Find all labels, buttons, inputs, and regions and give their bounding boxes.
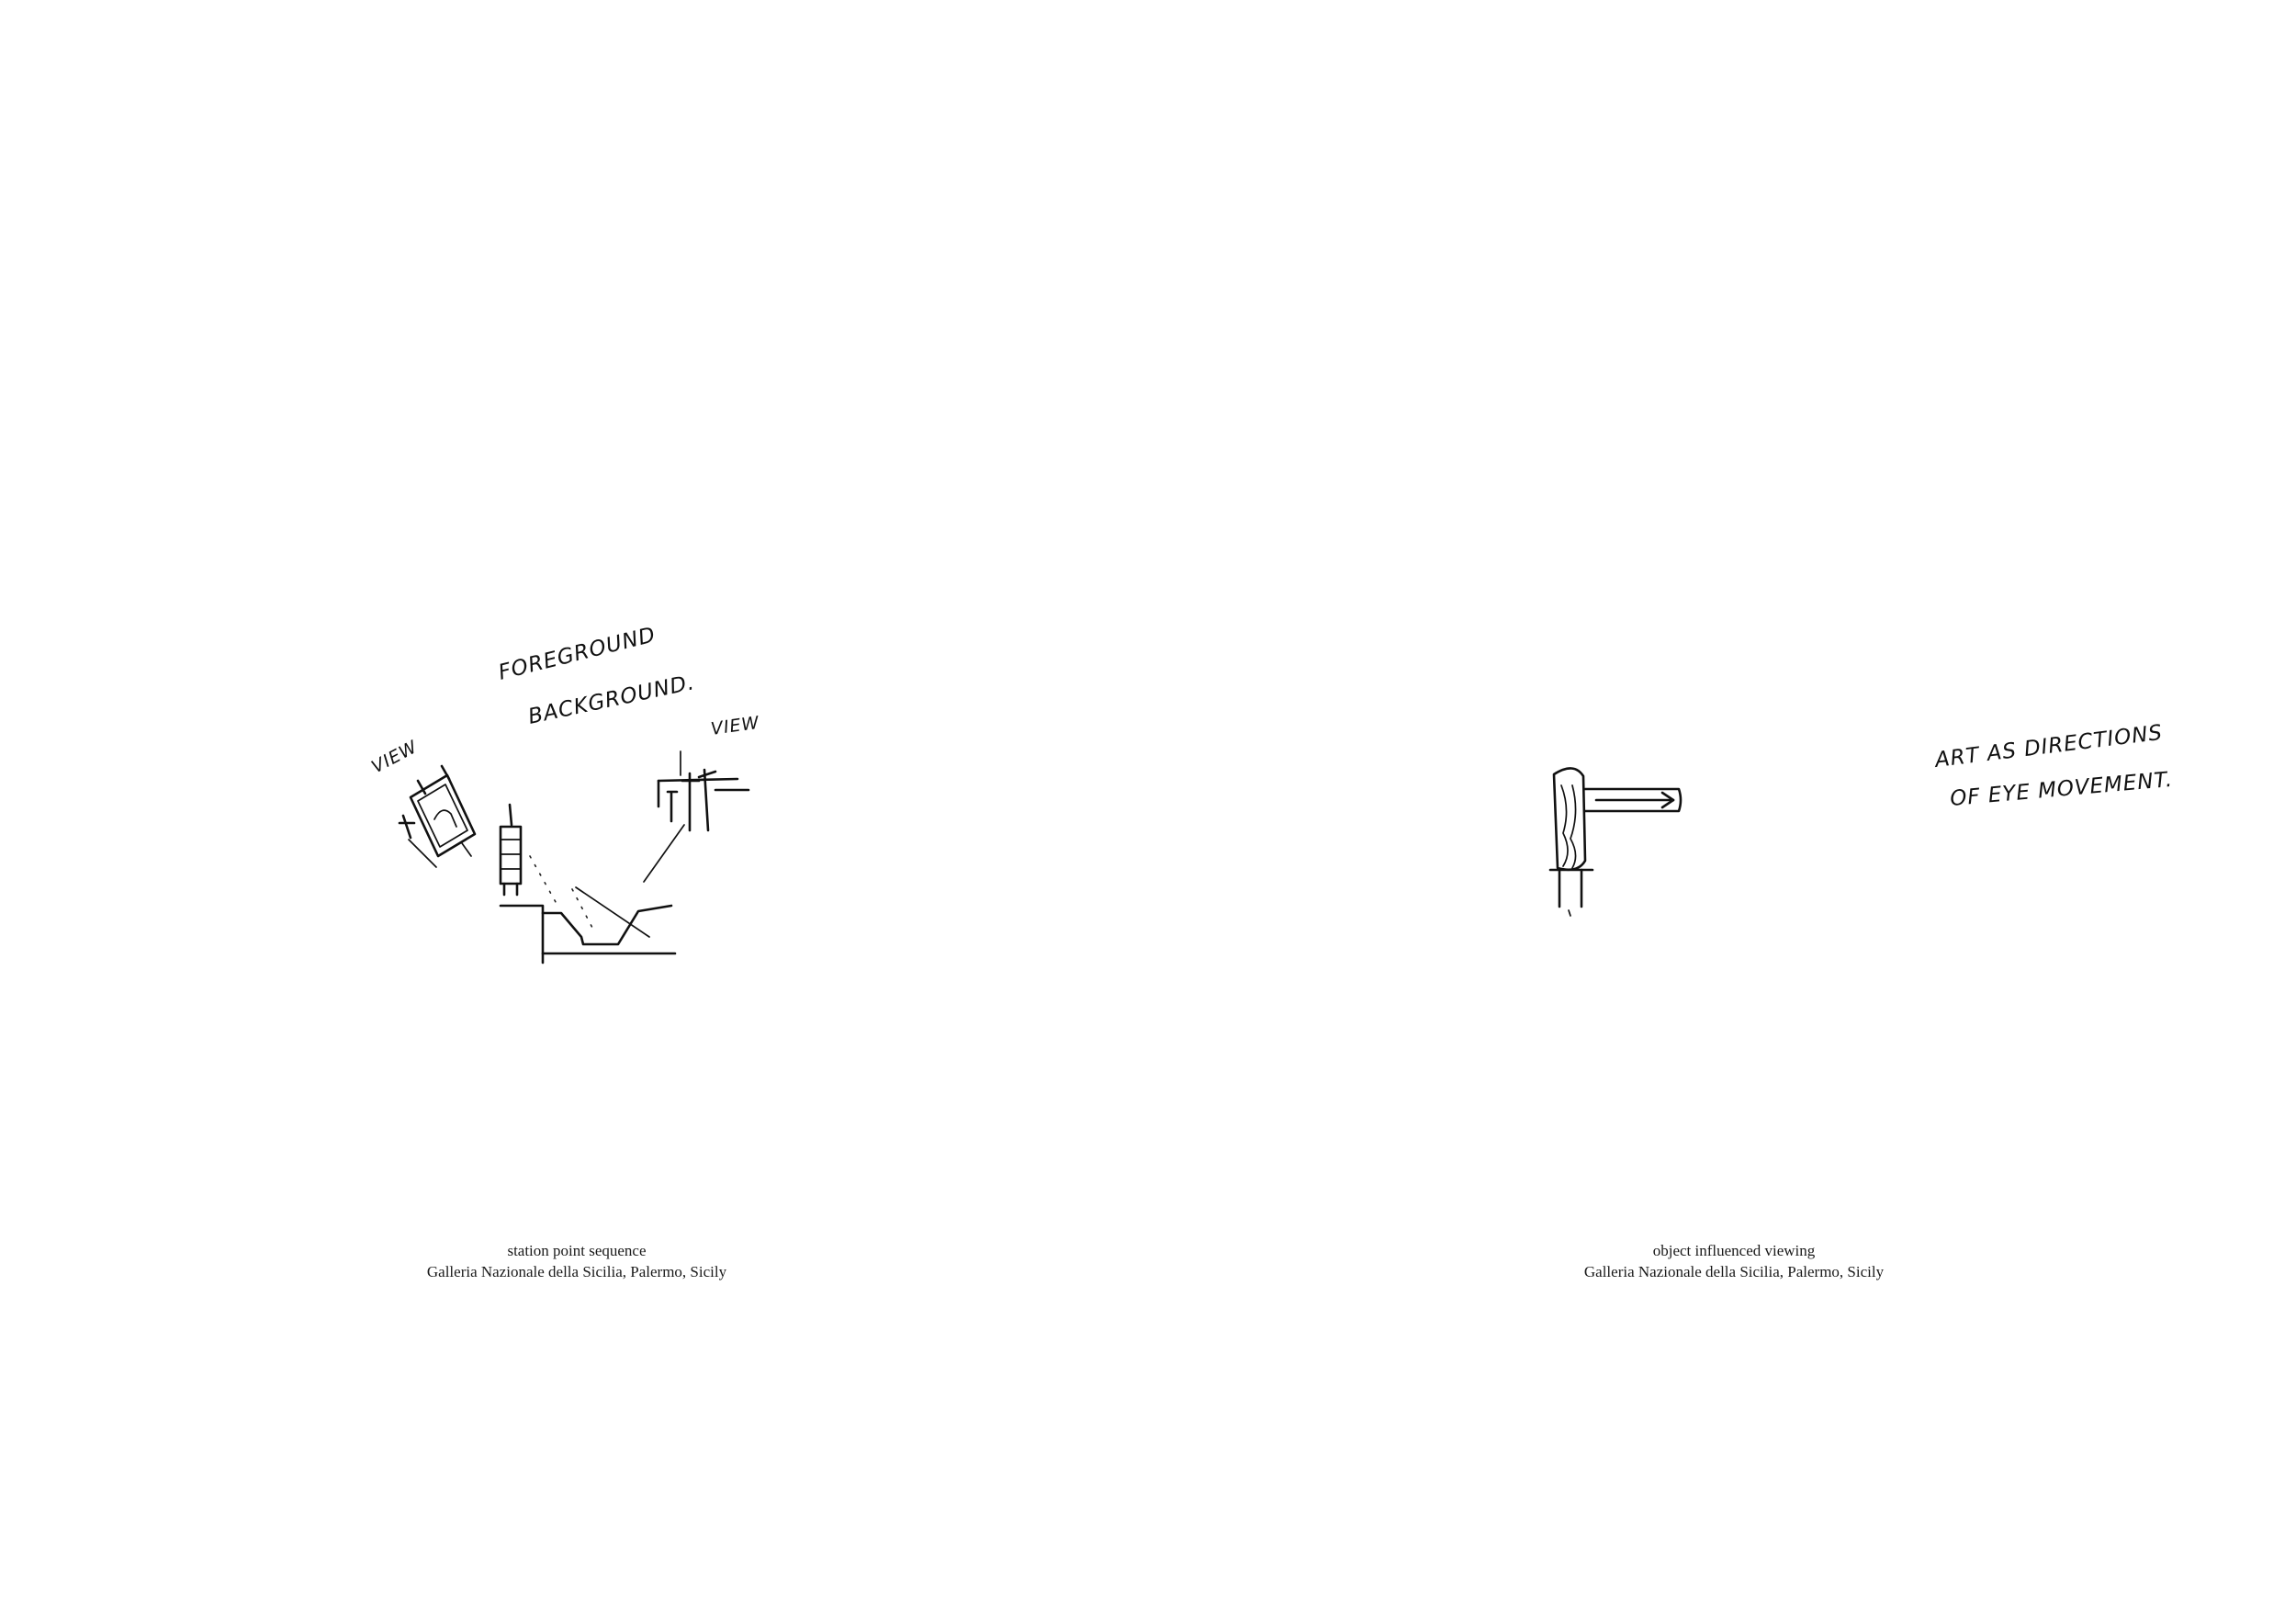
floor-plan xyxy=(499,855,677,964)
sketch-note-line1: ART AS DIRECTIONS xyxy=(1932,721,2165,773)
right-caption: object influenced viewing Galleria Nazio… xyxy=(1523,1240,1945,1282)
right-caption-location: Galleria Nazionale della Sicilia, Palerm… xyxy=(1583,1263,1885,1280)
left-caption-location: Galleria Nazionale della Sicilia, Palerm… xyxy=(426,1263,727,1280)
sketch-note-background: BACKGROUND. xyxy=(526,671,697,729)
right-caption-title: object influenced viewing xyxy=(1652,1242,1816,1259)
sketch-note-line2: OF EYE MOVEMENT. xyxy=(1949,768,2174,811)
pedestal-column xyxy=(499,803,523,897)
left-page: FOREGROUND BACKGROUND. VIEW VIEW xyxy=(366,623,788,1282)
tilted-painting-frame xyxy=(398,764,477,868)
hatched-object xyxy=(1548,767,1594,917)
station-point-sketch: FOREGROUND BACKGROUND. VIEW VIEW xyxy=(368,623,761,964)
left-caption: station point sequence Galleria Nazional… xyxy=(366,1240,788,1282)
sketch-note-view-right: VIEW xyxy=(710,713,761,739)
right-page: ART AS DIRECTIONS OF EYE MOVEMENT. objec… xyxy=(1148,0,2296,1624)
direction-arrow xyxy=(1583,787,1683,813)
sketch-note-foreground: FOREGROUND xyxy=(496,623,658,685)
eye-movement-sketch: ART AS DIRECTIONS OF EYE MOVEMENT. xyxy=(1548,721,2174,917)
left-caption-title: station point sequence xyxy=(507,1242,647,1259)
sketch-note-view-left: VIEW xyxy=(368,737,422,778)
figure-table-cluster xyxy=(643,750,750,883)
